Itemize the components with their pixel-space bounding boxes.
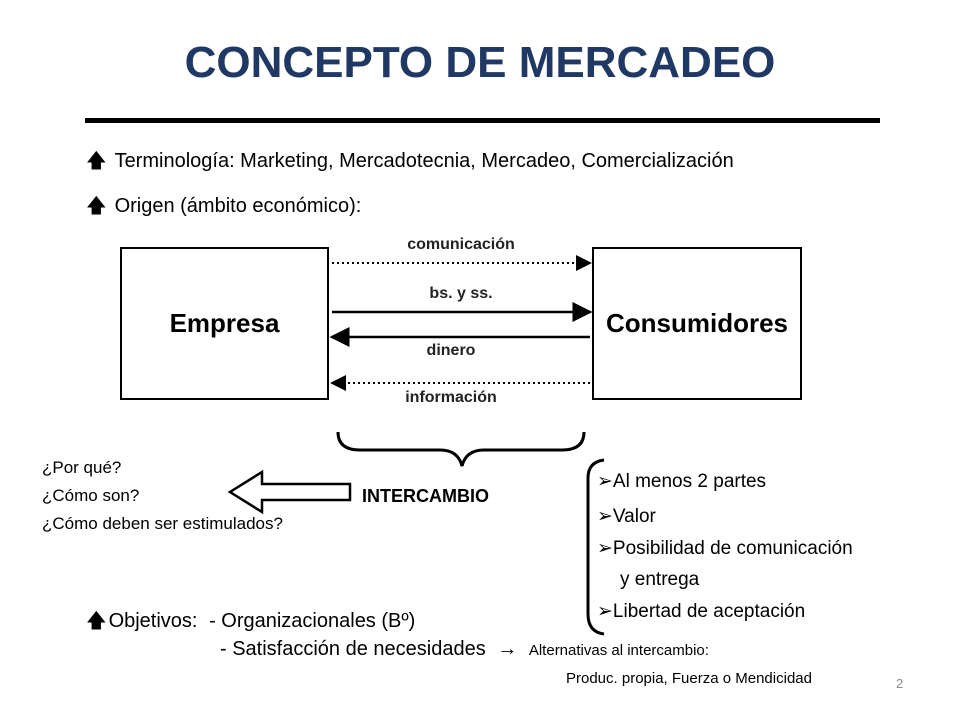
alternatives-title: Alternativas al intercambio: <box>528 642 709 659</box>
question-item: ¿Por qué? <box>42 458 122 477</box>
condition-item: ➢Posibilidad de comunicación <box>597 538 853 559</box>
up-arrow-icon: 🡅 <box>86 610 107 632</box>
objective-item: - Satisfacción de necesidades <box>220 638 486 660</box>
conditions-bracket <box>586 458 605 636</box>
triangle-bullet-icon: ➢ <box>597 506 613 527</box>
objective-item: - Organizacionales (Bº) <box>209 610 416 632</box>
intercambio-label: INTERCAMBIO <box>362 486 489 506</box>
condition-item-continued: y entrega <box>620 569 700 590</box>
exchange-brace <box>336 431 586 467</box>
bullet-terminology: 🡅 Terminología: Marketing, Mercadotecnia,… <box>86 146 734 180</box>
empresa-label: Empresa <box>169 308 280 338</box>
question-item: ¿Cómo son? <box>42 486 140 505</box>
condition-item: ➢Libertad de aceptación <box>597 601 806 622</box>
bienes-servicios-label: bs. y ss. <box>429 285 493 302</box>
up-arrow-icon: 🡅 <box>86 150 107 172</box>
consumidores-box: Consumidores <box>592 247 802 400</box>
objectives-label: Objetivos: <box>108 610 198 632</box>
comunicacion-label: comunicación <box>407 236 515 253</box>
empresa-box: Empresa <box>120 247 329 400</box>
dinero-label: dinero <box>426 342 476 359</box>
bullet-text: Terminología: Marketing, Mercadotecnia, … <box>114 150 734 172</box>
bullet-origin: 🡅 Origen (ámbito económico): <box>86 191 361 225</box>
informacion-label: información <box>405 389 497 406</box>
slide-title: CONCEPTO DE MERCADEO <box>184 38 776 87</box>
questions-arrow <box>227 469 352 515</box>
condition-item: ➢Al menos 2 partes <box>597 471 767 492</box>
up-arrow-icon: 🡅 <box>86 195 107 217</box>
triangle-bullet-icon: ➢ <box>597 538 613 559</box>
page-number: 2 <box>896 676 904 691</box>
objectives-line: 🡅Objetivos: - Organizacionales (Bº) <box>86 606 415 640</box>
condition-item: ➢Valor <box>597 506 656 527</box>
right-arrow-icon: → <box>497 638 518 660</box>
consumidores-label: Consumidores <box>605 308 789 338</box>
alternatives-list: Produc. propia, Fuerza o Mendicidad <box>566 670 812 687</box>
triangle-bullet-icon: ➢ <box>597 601 613 622</box>
title-underline <box>85 118 880 123</box>
triangle-bullet-icon: ➢ <box>597 471 613 492</box>
bullet-text: Origen (ámbito económico): <box>114 195 362 217</box>
question-item: ¿Cómo deben ser estimulados? <box>42 514 283 533</box>
objectives-line-2: - Satisfacción de necesidades → Alternat… <box>220 638 709 661</box>
